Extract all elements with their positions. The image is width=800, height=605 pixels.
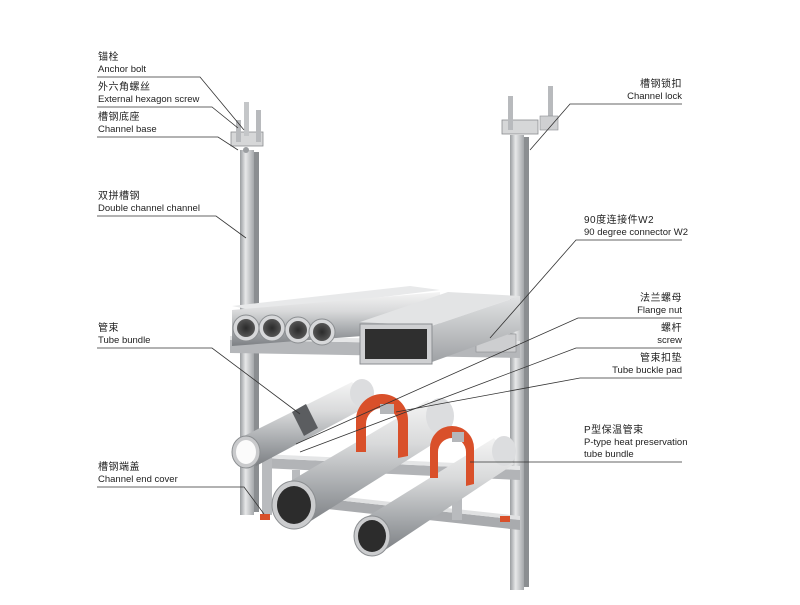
label-p-type: P型保温管束 P-type heat preservation tube bun…: [584, 425, 688, 461]
label-connector-w2-en: 90 degree connector W2: [584, 227, 689, 238]
label-double-channel-en: Double channel channel: [98, 203, 200, 214]
label-hex-screw-en: External hexagon screw: [98, 94, 200, 105]
label-end-cover-en: Channel end cover: [98, 474, 178, 485]
label-channel-base: 槽钢底座 Channel base: [98, 112, 157, 136]
label-screw-zh: 螺杆: [661, 323, 682, 334]
label-p-type-zh: P型保温管束: [584, 425, 644, 436]
leader-double-channel: [97, 215, 247, 239]
label-flange-nut-zh: 法兰螺母: [640, 293, 682, 304]
rectangular-duct: [359, 292, 520, 365]
label-double-channel: 双拼槽钢 Double channel channel: [98, 191, 200, 215]
leader-connector-w2: [489, 239, 682, 339]
label-channel-base-zh: 槽钢底座: [98, 112, 140, 123]
label-flange-nut: 法兰螺母 Flange nut: [637, 293, 682, 317]
right-channel-lock: [501, 86, 559, 135]
label-hex-screw-zh: 外六角螺丝: [98, 82, 151, 93]
label-flange-nut-en: Flange nut: [637, 305, 682, 316]
left-end-cover: [260, 514, 270, 520]
label-channel-lock-en: Channel lock: [627, 91, 682, 102]
label-connector-w2: 90度连接件W2 90 degree connector W2: [584, 215, 688, 239]
label-buckle-pad: 管束扣垫 Tube buckle pad: [612, 353, 682, 377]
leader-channel-base: [97, 136, 239, 151]
label-p-type-en2: tube bundle: [584, 449, 634, 460]
leader-flange-nut: [295, 317, 682, 445]
label-double-channel-zh: 双拼槽钢: [98, 191, 140, 202]
label-channel-lock: 槽钢锁扣 Channel lock: [627, 79, 682, 103]
leader-end-cover: [97, 486, 265, 515]
label-p-type-en1: P-type heat preservation: [584, 437, 688, 448]
label-anchor-bolt-zh: 锚栓: [98, 52, 119, 63]
label-screw-en: screw: [657, 335, 682, 346]
leader-anchor-bolt: [97, 76, 245, 131]
p-type-pads: [356, 394, 474, 486]
label-buckle-pad-zh: 管束扣垫: [640, 353, 682, 364]
label-tube-bundle: 管束 Tube bundle: [98, 323, 150, 347]
leader-channel-lock: [529, 103, 682, 151]
label-channel-lock-zh: 槽钢锁扣: [640, 79, 682, 90]
label-tube-bundle-en: Tube bundle: [98, 335, 151, 346]
label-screw: 螺杆 screw: [657, 323, 682, 347]
label-end-cover: 槽钢端盖 Channel end cover: [98, 462, 178, 486]
leader-tube-bundle: [97, 347, 301, 415]
leader-hex-screw: [97, 106, 239, 129]
label-channel-base-en: Channel base: [98, 124, 157, 135]
leader-buckle-pad: [395, 377, 682, 413]
label-anchor-bolt: 锚栓 Anchor bolt: [98, 52, 146, 76]
label-end-cover-zh: 槽钢端盖: [98, 462, 140, 473]
label-connector-w2-zh: 90度连接件W2: [584, 215, 655, 226]
label-anchor-bolt-en: Anchor bolt: [98, 64, 147, 75]
leader-screw: [299, 347, 682, 453]
label-hex-screw: 外六角螺丝 External hexagon screw: [98, 82, 199, 106]
label-tube-bundle-zh: 管束: [98, 323, 119, 334]
right-end-cover: [500, 516, 510, 522]
leader-lines: [97, 76, 682, 515]
label-buckle-pad-en: Tube buckle pad: [612, 365, 682, 376]
left-channel-base: [230, 102, 264, 153]
